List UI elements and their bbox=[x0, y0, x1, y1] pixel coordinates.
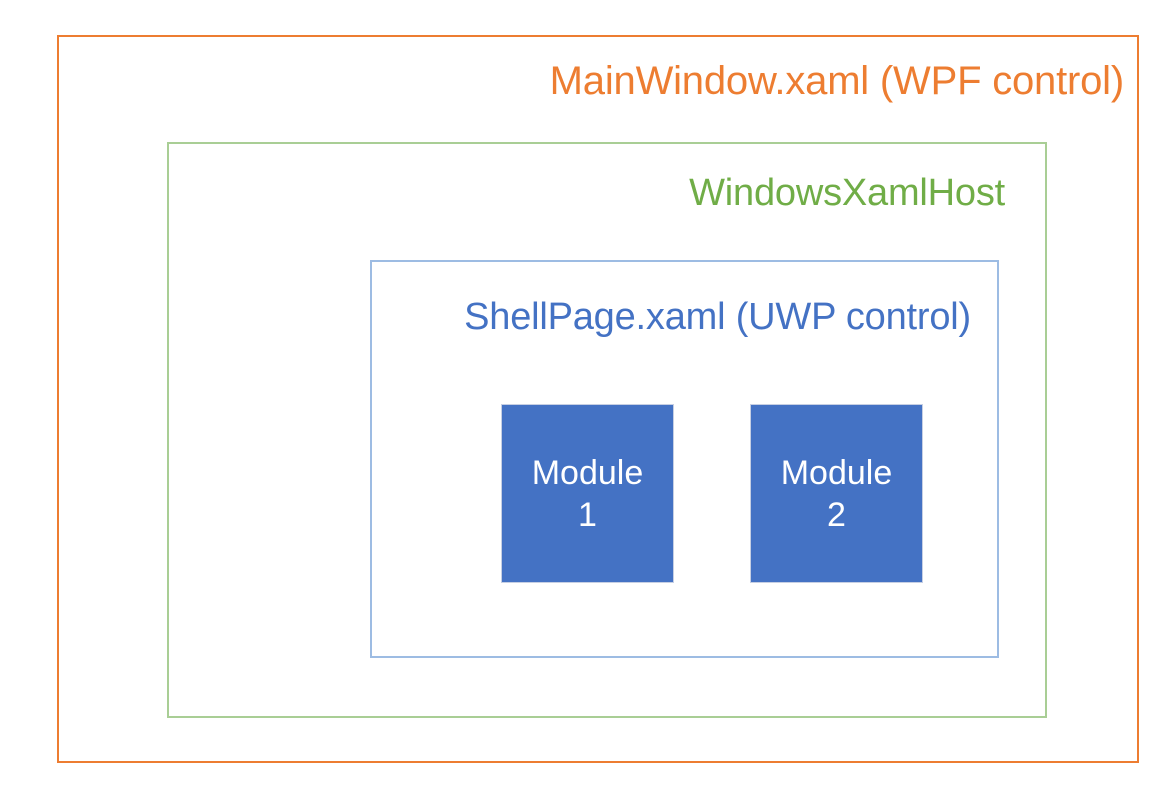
module-1-label-line2: 1 bbox=[578, 495, 597, 534]
module-2-label-line1: Module bbox=[780, 453, 893, 492]
windowsxamlhost-layer-box bbox=[167, 142, 1047, 718]
module-1-label-line1: Module bbox=[531, 453, 644, 492]
windowsxamlhost-layer-label: WindowsXamlHost bbox=[689, 172, 1005, 214]
module-2-label-line2: 2 bbox=[827, 495, 846, 534]
shellpage-layer-label: ShellPage.xaml (UWP control) bbox=[464, 296, 971, 338]
shellpage-layer-box bbox=[370, 260, 999, 658]
wpf-layer-label: MainWindow.xaml (WPF control) bbox=[549, 59, 1125, 103]
module-2-block: Module 2 bbox=[750, 404, 923, 583]
module-1-block: Module 1 bbox=[501, 404, 674, 583]
wpf-layer-box bbox=[57, 35, 1139, 763]
